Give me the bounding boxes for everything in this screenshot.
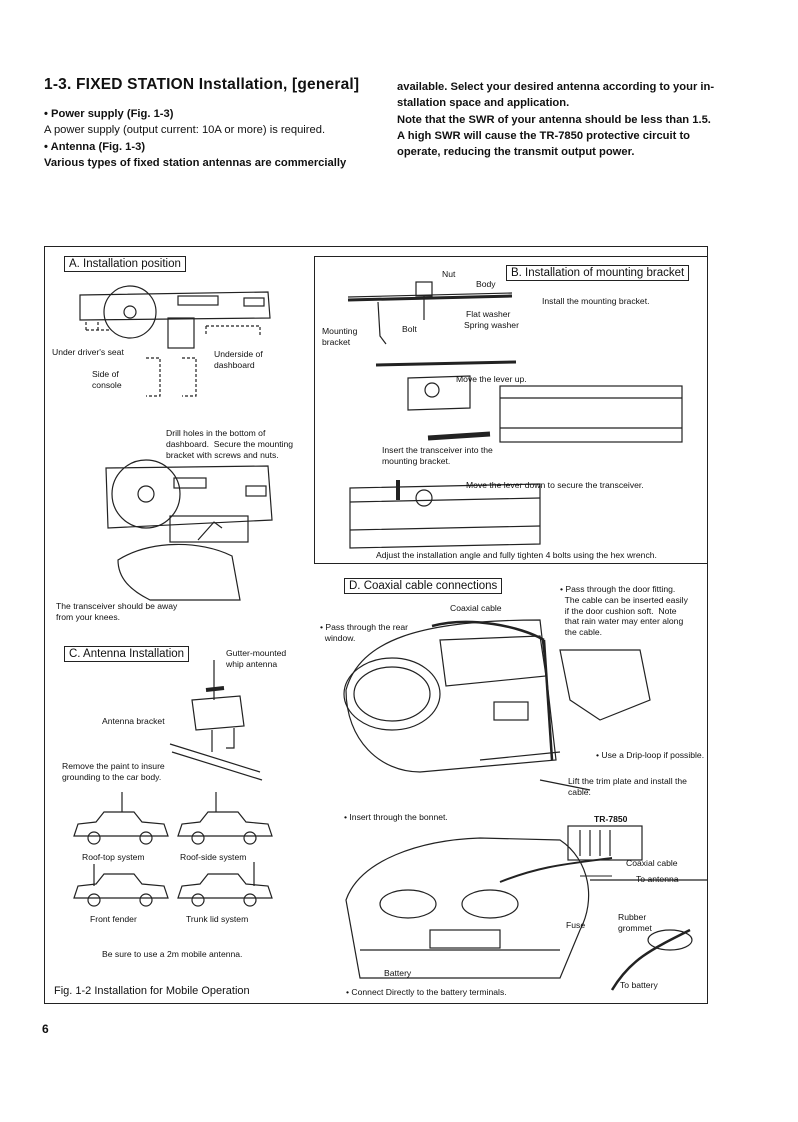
drip-loop-note: • Use a Drip-loop if possible. — [596, 750, 705, 760]
lever-up-label: Move the lever up. — [456, 374, 527, 384]
adjust-label: Adjust the installation angle and fully … — [376, 550, 657, 560]
connect-note: • Connect Directly to the battery termin… — [346, 987, 507, 997]
body-label: Body — [476, 279, 496, 289]
mounting-bracket-label: Mounting bracket — [322, 326, 358, 347]
front-fender-label: Front fender — [90, 914, 137, 924]
roof-top-label: Roof-top system — [82, 852, 145, 862]
to-battery-label: To battery — [620, 980, 658, 990]
section-b-box — [314, 256, 708, 564]
underside-dash-label: Underside of dashboard — [214, 349, 263, 370]
antenna-heading: • Antenna (Fig. 1-3) — [44, 140, 146, 153]
nut-label: Nut — [442, 269, 456, 279]
power-supply-text: A power supply (output current: 10A or m… — [44, 124, 326, 137]
swr-note: Note that the SWR of your antenna should… — [397, 113, 711, 126]
figure-frame — [44, 246, 708, 1004]
flat-washer-label: Flat washer — [466, 309, 511, 319]
coax-label: Coaxial cable — [450, 603, 502, 613]
bonnet-note: • Insert through the bonnet. — [344, 812, 448, 822]
section-b-title: B. Installation of mounting bracket — [506, 265, 690, 281]
intro-left-column: • Power supply (Fig. 1-3) A power supply… — [44, 106, 374, 171]
swr-text: A high SWR will cause the TR-7850 protec… — [397, 129, 691, 159]
figure-caption: Fig. 1-2 Installation for Mobile Operati… — [54, 985, 250, 997]
insert-label: Insert the transceiver into the mounting… — [382, 445, 493, 466]
section-heading: 1-3. FIXED STATION Installation, [genera… — [44, 76, 360, 93]
install-bracket-label: Install the mounting bracket. — [542, 296, 650, 306]
fuse-label: Fuse — [566, 920, 586, 930]
section-c-title: C. Antenna Installation — [64, 646, 190, 662]
trunk-lid-label: Trunk lid system — [186, 914, 249, 924]
antenna-bracket-label: Antenna bracket — [102, 716, 165, 726]
spring-washer-label: Spring washer — [464, 320, 519, 330]
lever-down-label: Move the lever down to secure the transc… — [466, 480, 644, 490]
roof-side-label: Roof-side system — [180, 852, 247, 862]
trim-plate-note: Lift the trim plate and install the cabl… — [568, 776, 687, 797]
power-supply-heading: • Power supply (Fig. 1-3) — [44, 108, 174, 120]
model-label: TR-7850 — [594, 814, 628, 824]
bolt-label: Bolt — [402, 324, 417, 334]
under-seat-label: Under driver's seat — [52, 347, 124, 357]
page-number: 6 — [42, 1022, 49, 1036]
mobile-antenna-note: Be sure to use a 2m mobile antenna. — [102, 949, 243, 959]
antenna-text-1: Various types of fixed station antennas … — [44, 156, 347, 169]
drill-note: Drill holes in the bottom of dashboard. … — [166, 428, 294, 460]
section-a-title: A. Installation position — [64, 256, 186, 272]
intro-right-column: available. Select your desired antenna a… — [397, 79, 717, 160]
battery-label: Battery — [384, 968, 412, 978]
to-antenna-label: To antenna — [636, 874, 679, 884]
antenna-text-2: available. Select your desired antenna a… — [397, 81, 715, 110]
rear-window-label: • Pass through the rear window. — [320, 622, 409, 643]
door-fitting-note: • Pass through the door fitting. The cab… — [560, 584, 688, 638]
coax2-label: Coaxial cable — [626, 858, 678, 868]
side-console-label: Side of console — [92, 369, 122, 390]
knees-note: The transceiver should be away from your… — [56, 601, 178, 622]
gutter-antenna-label: Gutter-mounted whip antenna — [226, 648, 287, 669]
paint-note: Remove the paint to insure grounding to … — [62, 761, 165, 782]
section-d-title: D. Coaxial cable connections — [344, 578, 503, 594]
rubber-grommet-label: Rubber grommet — [618, 912, 652, 933]
